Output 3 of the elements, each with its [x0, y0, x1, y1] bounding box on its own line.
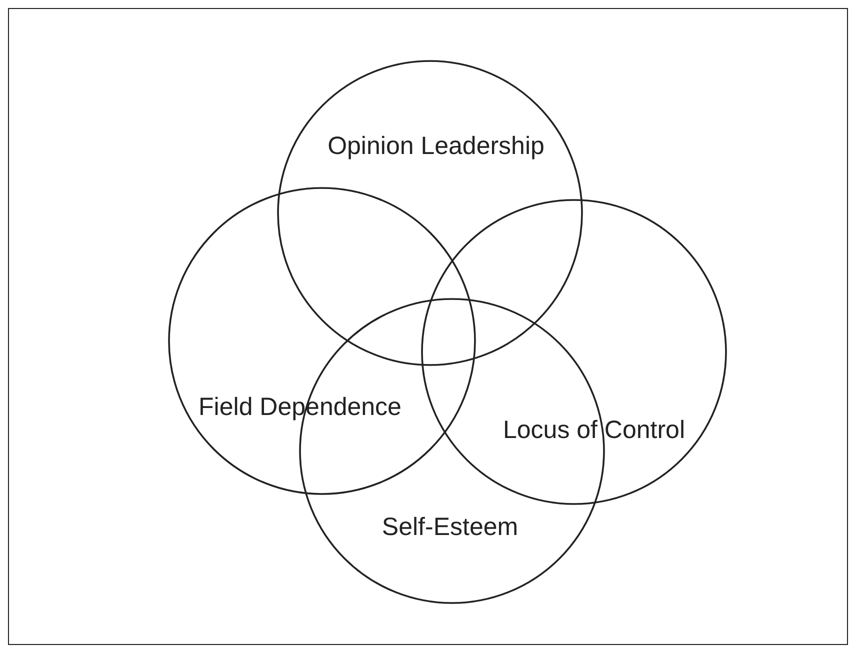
circle-label: Self-Esteem: [382, 514, 518, 542]
circle-label: Opinion Leadership: [328, 133, 544, 160]
circle-label: Locus of Control: [502, 417, 686, 444]
